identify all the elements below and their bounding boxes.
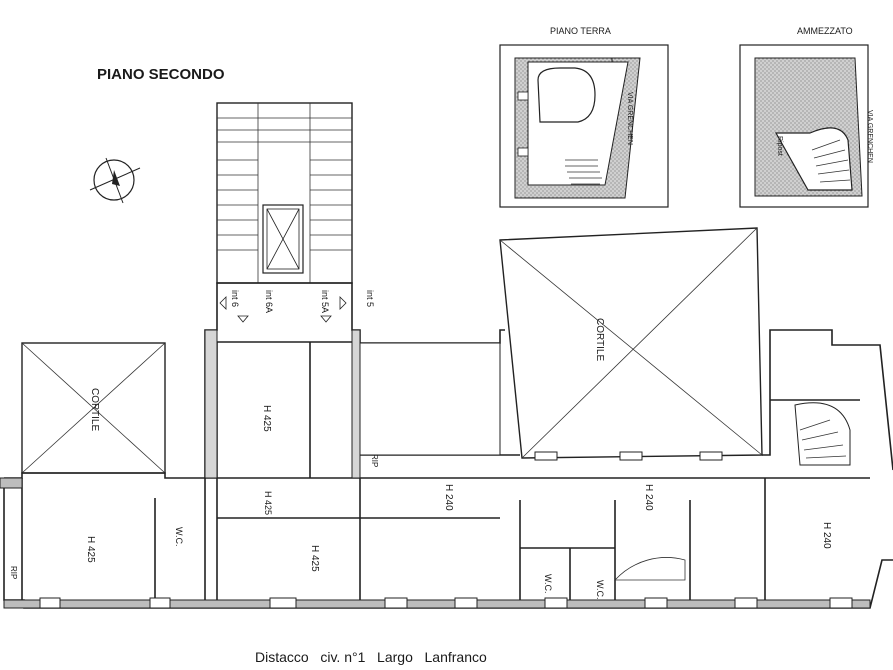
wc-label-3: W.C. <box>595 580 605 600</box>
stair-label-int5: int 5 <box>365 290 375 307</box>
room-label-center: H 240 <box>443 484 454 511</box>
street-label-terra: VIA GRENCHEN <box>626 92 633 145</box>
room-label-corridor: H 425 <box>261 405 272 432</box>
courtyard-left: CORTILE <box>21 342 166 474</box>
stair-label-int6a: int 6A <box>264 290 274 313</box>
inset-title-piano-terra: PIANO TERRA <box>550 26 611 36</box>
windows <box>39 451 853 609</box>
right-stairs <box>794 402 851 466</box>
inset-title-ammezzato: AMMEZZATO <box>797 26 853 36</box>
room-label-right: H 240 <box>821 522 832 549</box>
stair-label-int5a: int 5A <box>320 290 330 313</box>
room-label-left: H 425 <box>85 536 96 563</box>
door-swing-icon <box>614 557 686 581</box>
inset-ammezzato: AMMEZZATO Ripost VIA GRENCHEN <box>739 26 873 208</box>
door-arrow-icon <box>219 296 347 323</box>
courtyard-right: CORTILE <box>499 227 763 459</box>
wc-label-2: W.C. <box>543 574 553 594</box>
ripost-label: Ripost <box>776 136 783 156</box>
wall-bands <box>0 329 871 609</box>
room-label-mid: H 425 <box>309 545 320 572</box>
room-label-center2: H 240 <box>643 484 654 511</box>
plan-caption: Distacco civ. n°1 Largo Lanfranco <box>255 649 487 665</box>
courtyard-left-label: CORTILE <box>89 388 100 431</box>
room-label-hall: H 425 <box>263 491 273 515</box>
stair-tower <box>216 102 353 284</box>
rip-label-2: RIP <box>370 454 379 467</box>
stair-label-int6: int 6 <box>230 290 240 307</box>
wc-label-1: W.C. <box>174 527 184 547</box>
north-arrow-icon <box>89 157 141 204</box>
courtyard-right-label: CORTILE <box>594 318 605 361</box>
street-label-ammezzato: VIA GRENCHEN <box>866 110 873 163</box>
inset-piano-terra: PIANO TERRA VIA GRENCHEN <box>499 26 669 208</box>
floor-title: PIANO SECONDO <box>97 66 225 83</box>
rip-label-1: RIP <box>9 566 18 579</box>
